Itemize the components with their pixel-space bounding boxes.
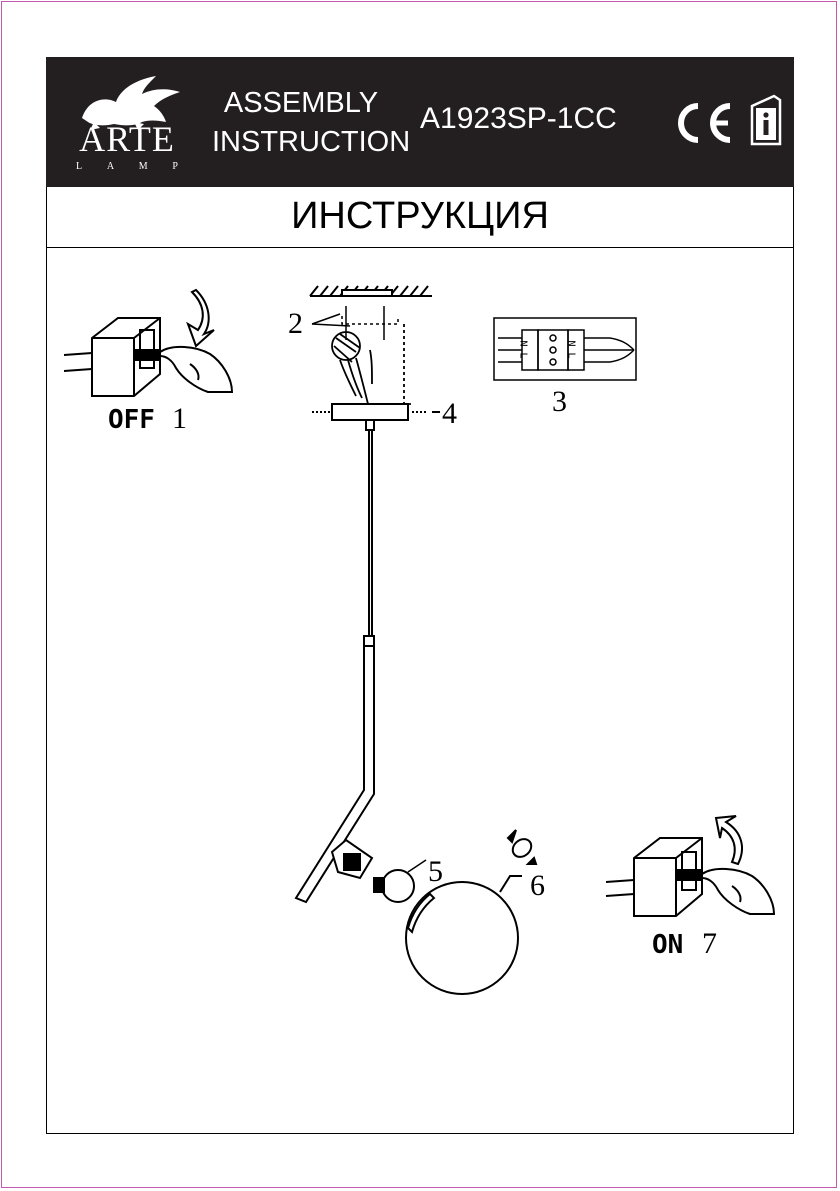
light-bulb <box>373 859 427 903</box>
brand-sub-letter: P <box>172 161 178 172</box>
ceiling-canopy <box>312 403 440 431</box>
arrow-down-icon <box>186 288 215 348</box>
griffin-logo <box>82 76 180 130</box>
terminal-block <box>493 317 637 381</box>
brand-sub-letter: A <box>106 161 115 172</box>
light-switch-off <box>63 317 234 397</box>
brand-sub-letter: L <box>76 161 83 172</box>
header-title-line2: INSTRUCTION <box>212 126 411 158</box>
lamp-holder <box>330 838 374 880</box>
step-7-number: 7 <box>702 927 717 960</box>
glass-globe <box>405 875 522 995</box>
mounting-screws <box>311 306 399 340</box>
suspension-rod <box>294 430 375 904</box>
step-6-number: 6 <box>530 869 545 902</box>
brand-logo-sub: L A M P <box>70 161 184 172</box>
title-separator <box>46 247 794 248</box>
ceiling-hatch <box>309 285 432 297</box>
ce-mark <box>678 103 731 143</box>
page-title-ru: ИНСТРУКЦИЯ <box>291 195 549 237</box>
rotate-icon <box>506 829 538 865</box>
step-off-word: OFF <box>108 405 155 435</box>
step-3-number: 3 <box>552 385 567 418</box>
model-number: A1923SP-1CC <box>420 102 617 135</box>
light-switch-on <box>605 837 776 917</box>
header-title: ASSEMBLY INSTRUCTION <box>212 84 411 162</box>
step-5-number: 5 <box>428 855 443 888</box>
wires-connector <box>331 324 412 405</box>
terminal-label-right: N L <box>565 340 577 359</box>
step-on-word: ON <box>652 930 684 960</box>
info-book-icon <box>750 94 782 146</box>
header-title-line1: ASSEMBLY <box>223 87 379 119</box>
brand-sub-letter: M <box>138 161 148 172</box>
terminal-label-left: N L <box>517 340 529 359</box>
step-2-number: 2 <box>288 307 303 340</box>
brand-logo-text: ARTE <box>79 119 175 159</box>
header-bar <box>46 57 794 187</box>
step-1-number: 1 <box>172 402 187 435</box>
arrow-up-icon <box>714 815 743 866</box>
step-4-number: 4 <box>442 397 457 430</box>
